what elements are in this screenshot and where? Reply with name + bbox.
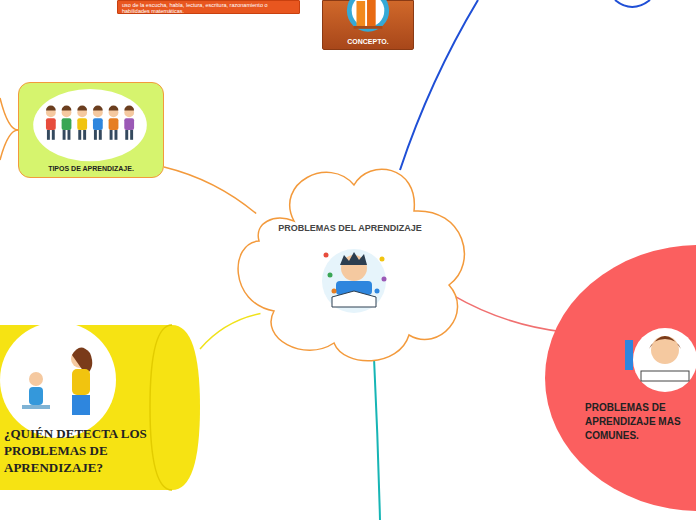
central-cloud: PROBLEMAS DEL APRENDIZAJE — [234, 163, 466, 359]
concept-box: CONCEPTO. — [322, 0, 414, 50]
circle-outline — [545, 245, 696, 510]
node-label: TIPOS DE APRENDIZAJE. — [23, 164, 159, 173]
node-label: uso de la escucha, habla, lectura, escri… — [122, 2, 295, 14]
node-label: CONCEPTO. — [325, 37, 411, 46]
node-label: ¿QUIÉN DETECTA LOS PROBLEMAS DE APRENDIZ… — [4, 425, 186, 476]
topic-box: TIPOS DE APRENDIZAJE. — [18, 82, 164, 178]
connector — [200, 313, 260, 348]
question-cylinder: ¿QUIÉN DETECTA LOS PROBLEMAS DE APRENDIZ… — [0, 325, 200, 490]
title: PROBLEMAS DEL APRENDIZAJE — [264, 223, 436, 234]
topic-circle: PROBLEMAS DE APRENDIZAJE MAS COMUNES. — [545, 245, 696, 510]
detail-box: uso de la escucha, habla, lectura, escri… — [117, 0, 300, 14]
connector — [453, 295, 563, 332]
connector — [164, 167, 256, 214]
cloud-outline — [234, 163, 466, 359]
types-outline — [19, 83, 163, 177]
node-label: PROBLEMAS DE APRENDIZAJE MAS COMUNES. — [585, 401, 691, 443]
